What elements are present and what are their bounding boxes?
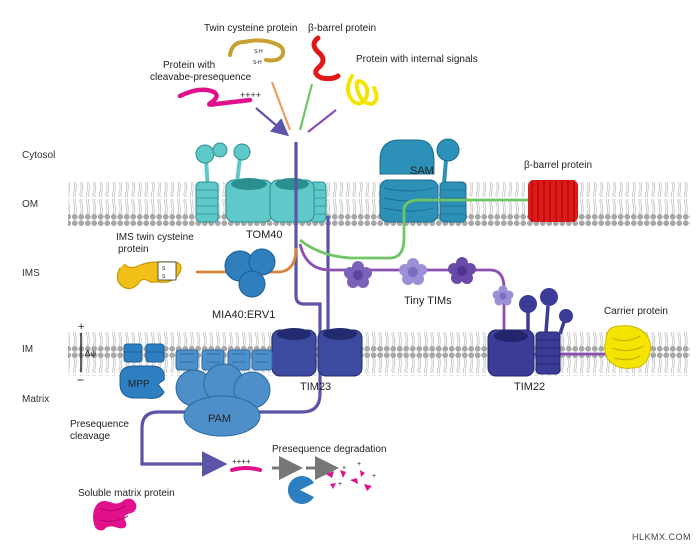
membrane-minus-sign: −	[77, 373, 84, 387]
mia40-erv1-label: MIA40:ERV1	[212, 309, 275, 321]
presequence-degradation-label: Presequence degradation	[272, 444, 387, 455]
beta-barrel-precursor-label: β-barrel protein	[308, 23, 376, 34]
beta-barrel-om-label: β-barrel protein	[524, 160, 592, 171]
ims-twin-cysteine-protein: S S	[116, 261, 182, 290]
svg-text:+: +	[372, 473, 376, 480]
cleavable-presequence-label-line1: Protein with	[163, 60, 215, 71]
soluble-matrix-protein-label: Soluble matrix protein	[78, 488, 175, 499]
tim23-label: TIM23	[300, 381, 331, 393]
tom40-label: TOM40	[246, 229, 282, 241]
arrow-twin-to-tom	[270, 81, 292, 131]
outer-membrane	[68, 182, 690, 226]
svg-text:+: +	[357, 461, 361, 468]
svg-text:S-H: S-H	[253, 60, 262, 66]
arrow-barrel-to-tom	[298, 83, 314, 131]
beta-barrel-pathway-line	[299, 198, 528, 260]
arrow-cleavable-to-tom	[255, 107, 290, 137]
presequence-cleavage-label-line2: cleavage	[70, 431, 110, 442]
mpp-complex	[119, 343, 165, 399]
svg-text:++++: ++++	[240, 90, 261, 100]
svg-text:S-H: S-H	[254, 49, 263, 55]
protease-pacman-icon	[287, 476, 314, 504]
arrow-internal-to-tom	[307, 109, 337, 133]
region-label-matrix: Matrix	[22, 394, 49, 405]
svg-text:+: +	[342, 465, 346, 472]
cleavable-presequence-precursor: ++++	[177, 87, 261, 107]
internal-signals-precursor	[346, 74, 379, 107]
svg-text:S: S	[162, 266, 166, 272]
region-label-ims: IMS	[22, 268, 40, 279]
cleaved-presequence-charges: ++++	[232, 457, 251, 466]
region-label-om: OM	[22, 199, 38, 210]
beta-barrel-precursor	[311, 35, 341, 82]
pam-complex	[175, 349, 273, 437]
cleavable-presequence-label-line2: cleavabe-presequence	[150, 72, 252, 83]
soluble-matrix-protein	[93, 498, 137, 531]
pam-label: PAM	[208, 413, 231, 425]
twin-cysteine-label: Twin cysteine protein	[204, 23, 297, 34]
sam-label: SAM	[410, 165, 434, 177]
region-label-cytosol: Cytosol	[22, 150, 55, 161]
beta-barrel-om-protein	[528, 180, 578, 222]
tim22-label: TIM22	[514, 381, 545, 393]
tim23-complex	[271, 328, 363, 377]
membrane-plus-sign: +	[78, 321, 84, 333]
cleaved-presequence	[230, 466, 262, 472]
carrier-protein-label: Carrier protein	[604, 306, 668, 317]
tiny-tims	[344, 257, 514, 306]
internal-signals-label: Protein with internal signals	[356, 54, 478, 65]
carrier-protein	[604, 325, 652, 369]
membrane-potential-label: Δψ	[85, 349, 96, 358]
region-label-im: IM	[22, 344, 33, 355]
tim22-complex	[487, 288, 573, 377]
ims-twin-cysteine-label-line2: protein	[118, 244, 149, 255]
ims-twin-cysteine-label-line1: IMS twin cysteine	[116, 232, 194, 243]
twin-cysteine-precursor: S-H S-H	[228, 38, 286, 66]
mia40-erv1-complex	[224, 248, 276, 298]
watermark: HLKMX.COM	[632, 532, 691, 542]
tiny-tims-label: Tiny TIMs	[404, 295, 452, 307]
presequence-cleavage-label-line1: Presequence	[70, 419, 129, 430]
mpp-label: MPP	[128, 379, 150, 390]
svg-text:+: +	[338, 481, 342, 488]
presequence-pathway-line	[140, 142, 322, 477]
sam-complex	[379, 138, 467, 223]
svg-text:S: S	[162, 274, 166, 280]
twin-cysteine-pathway-line	[196, 247, 298, 274]
tom40-complex	[195, 142, 327, 223]
peptide-fragments: + + + +	[326, 461, 376, 491]
